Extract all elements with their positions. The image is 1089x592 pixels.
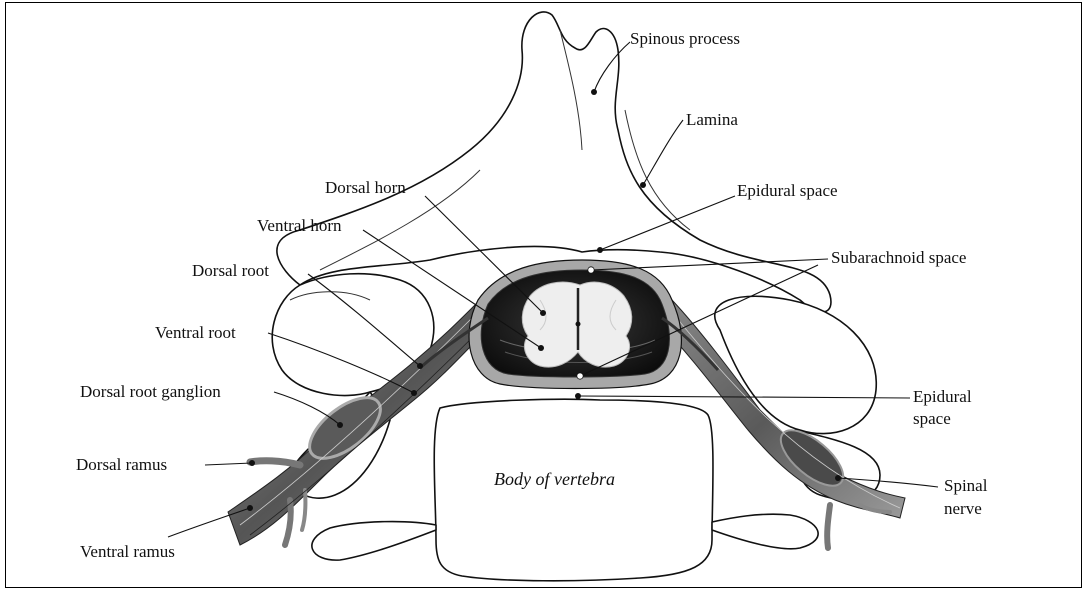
label-lamina: Lamina [686,110,738,129]
dot-ventral-horn [538,345,544,351]
right-ramus-branch [827,505,830,548]
dot-dorsal-root [417,363,423,369]
label-dorsal-root: Dorsal root [192,261,269,280]
dot-spinous-process [591,89,597,95]
dot-drg [337,422,343,428]
label-subarachnoid-space: Subarachnoid space [831,248,966,267]
vertebral-lip-left [312,522,436,561]
label-spinal-nerve-2: nerve [944,499,982,518]
label-spinal-nerve-1: Spinal [944,476,988,495]
left-dorsal-ramus-shape [250,461,300,465]
label-spinous-process: Spinous process [630,29,740,48]
label-ventral-horn: Ventral horn [257,216,342,235]
dot-epidural-bottom [575,393,581,399]
label-ventral-ramus: Ventral ramus [80,542,175,561]
label-dorsal-horn: Dorsal horn [325,178,406,197]
label-epidural-space-top: Epidural space [737,181,838,200]
vertebral-lip-right [712,514,818,549]
label-dorsal-root-ganglion: Dorsal root ganglion [80,382,221,401]
dot-ventral-root [411,390,417,396]
leader-lamina [643,120,683,185]
dot-dorsal-horn [540,310,546,316]
dot-subarachnoid-2 [577,373,583,379]
dot-ventral-ramus [247,505,253,511]
label-epidural-space-bottom-1: Epidural [913,387,972,406]
dot-subarachnoid-1 [588,267,594,273]
leader-dorsal-ramus [205,463,252,465]
dot-lamina [640,182,646,188]
label-ventral-root: Ventral root [155,323,236,342]
label-dorsal-ramus: Dorsal ramus [76,455,167,474]
central-canal [576,322,581,327]
label-body-of-vertebra: Body of vertebra [494,469,615,489]
label-epidural-space-bottom-2: space [913,409,951,428]
dot-epidural-top [597,247,603,253]
vertebral-body [434,399,713,581]
dot-dorsal-ramus [249,460,255,466]
dot-spinal-nerve [835,475,841,481]
